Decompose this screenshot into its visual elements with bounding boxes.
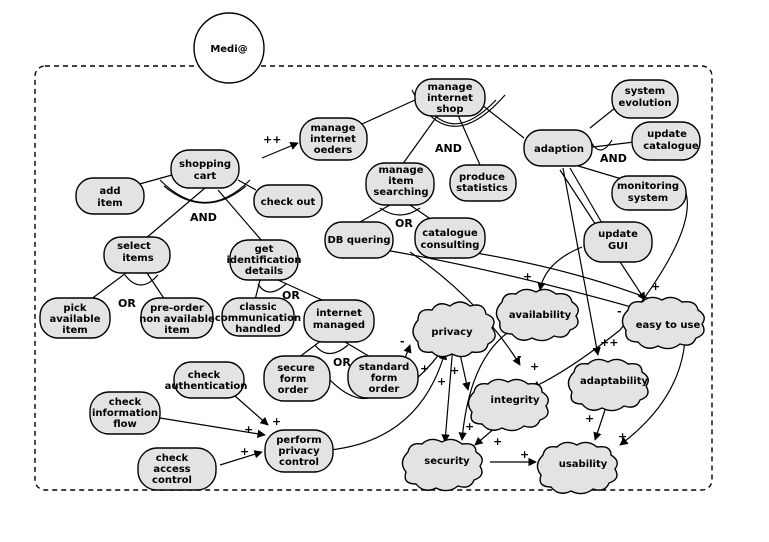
svg-text:-: - xyxy=(517,350,522,363)
and-cart: AND xyxy=(190,211,217,224)
softgoal-adaptability[interactable]: adaptability xyxy=(567,358,649,412)
svg-text:check out: check out xyxy=(261,197,316,208)
svg-text:++: ++ xyxy=(600,336,618,349)
goal-adaption[interactable]: adaption xyxy=(523,129,593,167)
svg-text:-: - xyxy=(400,335,405,348)
softgoal-easy-to-use[interactable]: easy to use xyxy=(621,296,705,350)
svg-text:+: + xyxy=(618,430,627,443)
goal-db-quering[interactable]: DB quering xyxy=(324,221,394,259)
svg-text:+: + xyxy=(450,364,459,377)
svg-text:availability: availability xyxy=(509,310,572,321)
svg-text:+: + xyxy=(420,362,429,375)
and-shop: AND xyxy=(435,142,462,155)
svg-text:adaption: adaption xyxy=(534,144,584,155)
svg-text:+: + xyxy=(272,415,281,428)
svg-text:+: + xyxy=(244,423,253,436)
svg-text:DB quering: DB quering xyxy=(327,235,390,246)
svg-text:easy to use: easy to use xyxy=(636,320,701,331)
goal-check-out[interactable]: check out xyxy=(253,184,323,218)
actor-label: Medi@ xyxy=(210,44,247,55)
or-internet: OR xyxy=(333,356,351,369)
softgoal-usability[interactable]: usability xyxy=(536,441,618,495)
svg-text:security: security xyxy=(424,456,470,467)
svg-text:privacy: privacy xyxy=(431,327,473,338)
svg-text:+: + xyxy=(465,420,474,433)
softgoal-availability[interactable]: availability xyxy=(495,288,579,342)
svg-text:+: + xyxy=(585,412,594,425)
svg-text:+: + xyxy=(437,375,446,388)
svg-text:usability: usability xyxy=(559,459,608,470)
svg-text:+: + xyxy=(520,448,529,461)
svg-text:+: + xyxy=(523,270,532,283)
or-select: OR xyxy=(118,297,136,310)
contribution-labels: ++ + + - ++ - + - + + + + + + + + + + + xyxy=(240,133,660,461)
and-adaption: AND xyxy=(600,152,627,165)
svg-text:+: + xyxy=(240,445,249,458)
decomposition-links xyxy=(89,99,635,359)
svg-text:+: + xyxy=(651,280,660,293)
or-search: OR xyxy=(395,217,413,230)
svg-text:++: ++ xyxy=(263,133,281,146)
or-ident: OR xyxy=(282,289,300,302)
svg-text:adaptability: adaptability xyxy=(580,376,649,387)
softgoal-integrity[interactable]: integrity xyxy=(467,378,549,432)
svg-text:-: - xyxy=(617,305,622,318)
svg-text:+: + xyxy=(530,360,539,373)
actor-circle xyxy=(193,12,265,84)
svg-text:integrity: integrity xyxy=(491,395,540,406)
svg-text:+: + xyxy=(493,435,502,448)
actor-boundary xyxy=(34,65,713,491)
softgoal-security[interactable]: security xyxy=(401,438,483,492)
softgoal-privacy[interactable]: privacy xyxy=(412,301,496,358)
